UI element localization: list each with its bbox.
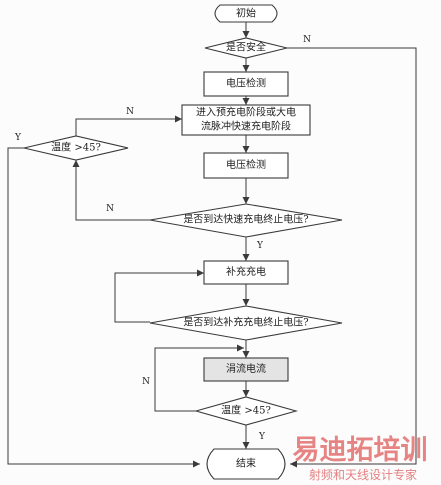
process-voltage-check-2: 电压检测 <box>203 152 289 179</box>
process-voltage-check-1: 电压检测 <box>203 71 289 97</box>
is-safe-label: 是否安全 <box>226 41 266 54</box>
temp1-yes-label: Y <box>14 133 22 143</box>
temp-check-1-label: 温度 >45? <box>51 141 101 154</box>
decision-temp-1: 温度 >45? <box>23 135 129 161</box>
watermark-brand: 易迪拓培训 <box>293 435 428 466</box>
arrow-temp1-yes-to-end <box>7 147 200 468</box>
watermark-subtitle: 射频和天线设计专家 <box>309 467 417 482</box>
fast-no-label: N <box>106 204 114 214</box>
enter-stage-line-2: 流脉冲快速充电阶段 <box>201 120 291 133</box>
process-supplement-charge: 补充充电 <box>203 260 289 285</box>
decision-reach-supplement-voltage: 是否到达补充充电终止电压? <box>149 305 343 341</box>
arrow-safe-no-to-end <box>287 47 417 468</box>
decision-temp-2: 温度 >45? <box>193 396 299 426</box>
safe-no-label: N <box>303 35 311 45</box>
voltage-check-2-label: 电压检测 <box>226 158 266 171</box>
branch-labels: N N Y N Y N Y <box>14 35 311 442</box>
reach-fast-voltage-label: 是否到达快速充电终止电压? <box>183 213 308 226</box>
end-node: 结束 <box>206 448 286 480</box>
fast-yes-label: Y <box>256 241 264 251</box>
temp2-no-label: N <box>142 377 150 387</box>
trickle-current-label: 涓流电流 <box>226 362 266 375</box>
start-node: 初始 <box>214 4 278 23</box>
process-enter-stage: 进入预充电阶段或大电 流脉冲快速充电阶段 <box>181 104 311 136</box>
arrow-fast-no-to-temp1 <box>72 160 150 221</box>
temp-check-2-label: 温度 >45? <box>221 404 271 417</box>
arrow-temp1-no-to-enter <box>75 115 182 138</box>
end-label: 结束 <box>236 457 256 470</box>
enter-stage-line-1: 进入预充电阶段或大电 <box>196 106 296 119</box>
arrow-reach-no-to-supplement <box>114 269 204 323</box>
temp2-yes-label: Y <box>258 432 266 442</box>
arrow-temp2-no-to-trickle <box>154 344 244 412</box>
watermark: 易迪拓培训 射频和天线设计专家 <box>293 435 428 482</box>
connectors <box>7 22 417 468</box>
reach-supplement-voltage-label: 是否到达补充充电终止电压? <box>183 316 308 329</box>
decision-reach-fast-voltage: 是否到达快速充电终止电压? <box>149 203 343 238</box>
start-label: 初始 <box>236 7 256 20</box>
process-trickle-current: 涓流电流 <box>203 357 289 382</box>
decision-is-safe: 是否安全 <box>204 37 288 59</box>
supplement-charge-label: 补充充电 <box>226 265 266 278</box>
temp1-no-label: N <box>126 107 134 117</box>
voltage-check-1-label: 电压检测 <box>226 77 266 90</box>
